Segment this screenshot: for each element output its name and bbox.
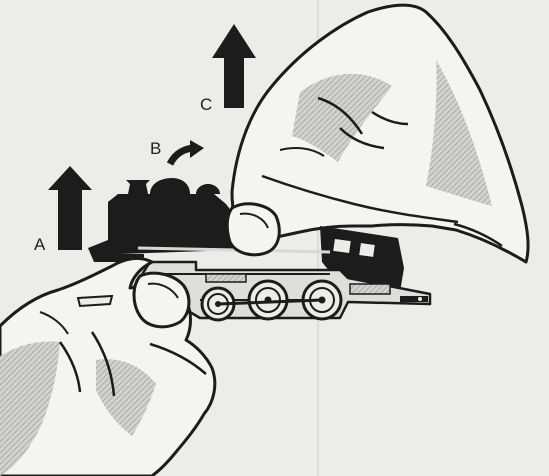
left-thumb — [134, 273, 189, 327]
drive-wheel-2 — [249, 281, 287, 319]
label-c: C — [200, 95, 212, 114]
label-a: A — [34, 235, 46, 254]
right-thumb — [227, 204, 279, 255]
label-b: B — [150, 139, 161, 158]
coupler — [400, 296, 428, 302]
